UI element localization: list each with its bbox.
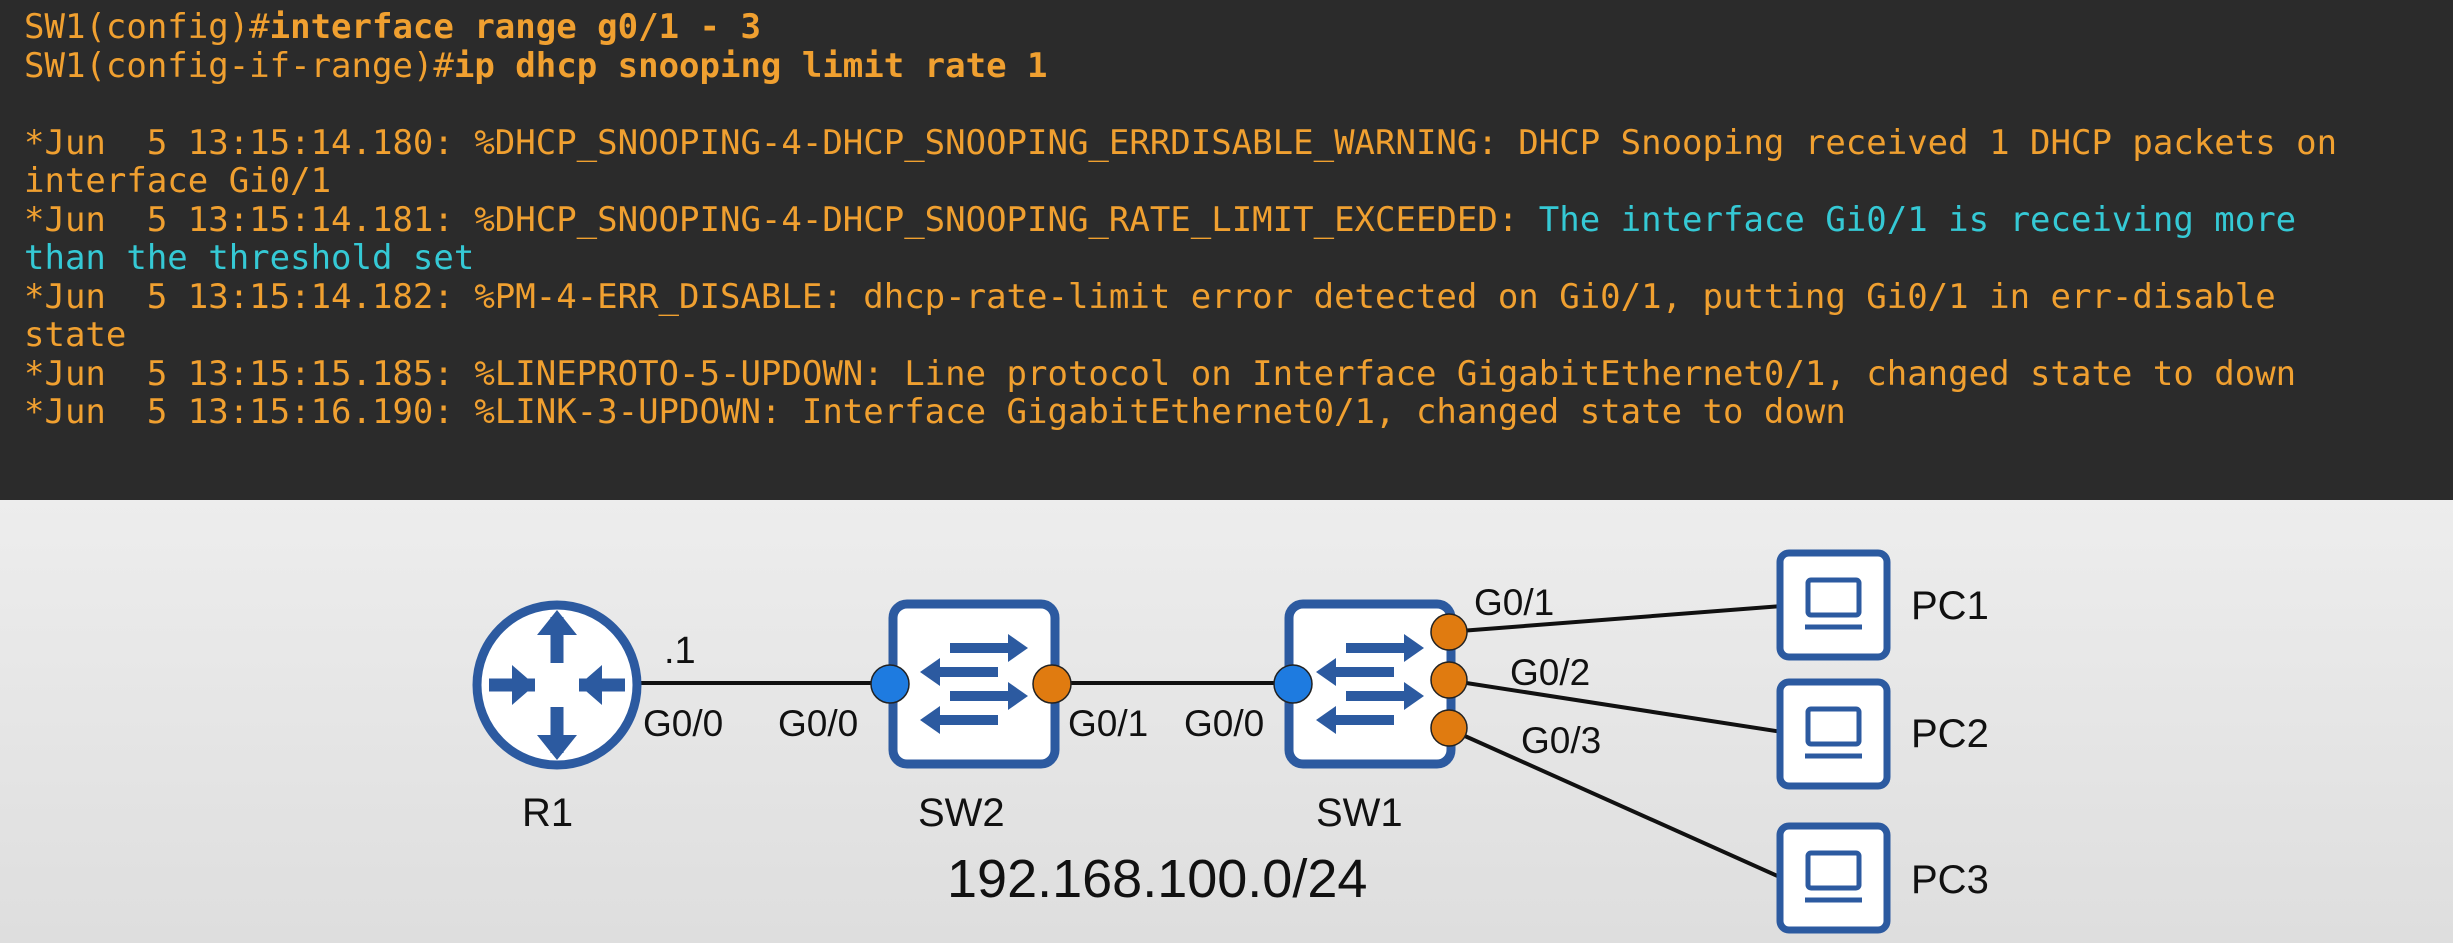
sw2-g01-label: G0/1 — [1068, 703, 1148, 744]
link-sw1-pc1 — [1446, 604, 1783, 634]
sw1-g01-label: G0/1 — [1474, 582, 1554, 623]
log-line: *Jun 5 13:15:15.185: %LINEPROTO-5-UPDOWN… — [24, 353, 2297, 394]
prompt: SW1(config-if-range)# — [24, 45, 454, 86]
log-line: *Jun 5 13:15:16.190: %LINK-3-UPDOWN: Int… — [24, 392, 1846, 432]
pc-icon[interactable] — [1776, 678, 1891, 790]
subnet-label: 192.168.100.0/24 — [947, 849, 1367, 909]
sw2-g00-label: G0/0 — [778, 703, 858, 744]
port-orange-sw2[interactable] — [1032, 664, 1072, 704]
router-icon[interactable] — [472, 600, 642, 770]
terminal-window: SW1(config)#interface range g0/1 - 3 SW1… — [0, 0, 2453, 500]
topology-svg: .1 G0/0 G0/0 G0/1 G0/0 G0/1 G0/2 G0/3 R1… — [472, 549, 1989, 934]
sw1-g02-label: G0/2 — [1510, 652, 1590, 693]
switch-icon[interactable] — [888, 599, 1060, 769]
pc-icon[interactable] — [1776, 549, 1891, 661]
pc-icon[interactable] — [1776, 822, 1891, 934]
port-orange-sw1-g02[interactable] — [1430, 661, 1468, 699]
log-line: *Jun 5 13:15:14.182: %PM-4-ERR_DISABLE: … — [24, 276, 2276, 317]
port-blue-sw1[interactable] — [1273, 664, 1313, 704]
terminal-command-line: SW1(config-if-range)#ip dhcp snooping li… — [24, 45, 2429, 86]
r1-g00-label: G0/0 — [643, 703, 723, 744]
port-orange-sw1-g03[interactable] — [1430, 709, 1468, 747]
sw2-label: SW2 — [918, 791, 1005, 835]
log-prefix: *Jun 5 13:15:14.181: %DHCP_SNOOPING-4-DH… — [24, 199, 1539, 240]
command: interface range g0/1 - 3 — [269, 7, 761, 47]
link-sw1-pc2 — [1446, 678, 1783, 734]
r1-ip-label: .1 — [664, 630, 696, 672]
terminal-blank-line — [24, 85, 2429, 124]
log-highlight: The interface Gi0/1 is receiving more — [1538, 199, 2297, 240]
terminal-command-line: SW1(config)#interface range g0/1 - 3 — [24, 8, 2429, 47]
sw1-g00-label: G0/0 — [1184, 703, 1264, 744]
port-orange-sw1-g01[interactable] — [1430, 613, 1468, 651]
log-line: state — [24, 315, 127, 355]
link-sw1-pc3 — [1446, 726, 1783, 880]
log-line: than the threshold set — [24, 238, 475, 278]
port-blue-sw2[interactable] — [870, 664, 910, 704]
log-line: *Jun 5 13:15:14.181: %DHCP_SNOOPING-4-DH… — [24, 199, 2429, 240]
pc2-label: PC2 — [1911, 712, 1989, 756]
log-line: *Jun 5 13:15:14.180: %DHCP_SNOOPING-4-DH… — [24, 122, 2338, 163]
log-line: interface Gi0/1 — [24, 161, 332, 201]
pc3-label: PC3 — [1911, 858, 1989, 902]
r1-label: R1 — [522, 791, 573, 835]
switch-icon[interactable] — [1284, 599, 1456, 769]
pc1-label: PC1 — [1911, 584, 1989, 628]
sw1-label: SW1 — [1316, 791, 1403, 835]
prompt: SW1(config)# — [24, 7, 270, 47]
command: ip dhcp snooping limit rate 1 — [453, 45, 1048, 86]
sw1-g03-label: G0/3 — [1521, 720, 1601, 761]
network-diagram: .1 G0/0 G0/0 G0/1 G0/0 G0/1 G0/2 G0/3 R1… — [0, 500, 2453, 943]
